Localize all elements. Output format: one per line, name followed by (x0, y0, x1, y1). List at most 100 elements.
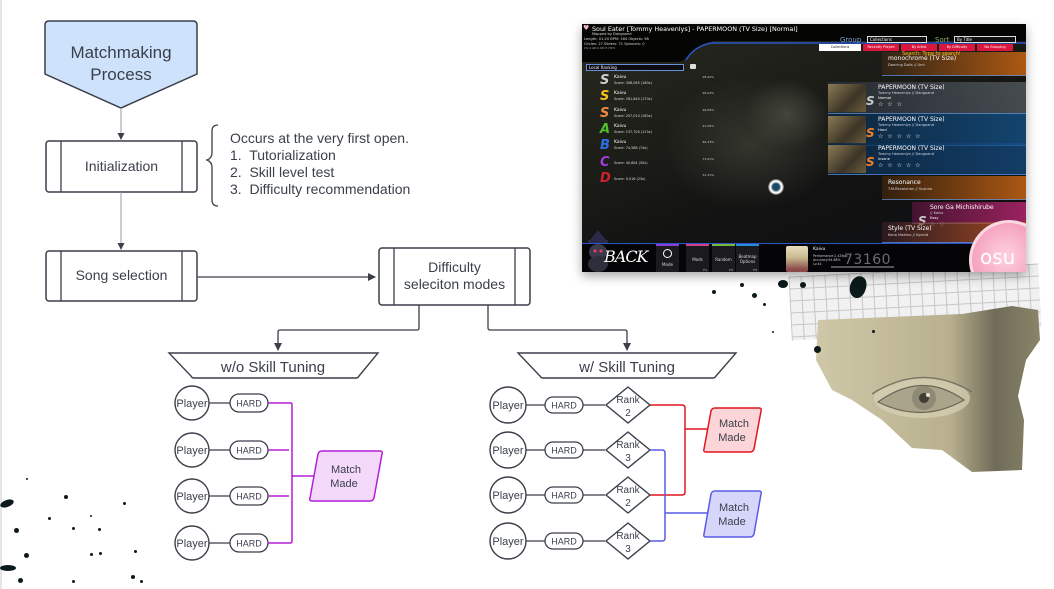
beatmap-title: Sore Ga Michishirube (930, 204, 994, 211)
player-name: Kaivu (813, 247, 826, 252)
sort-dropdown[interactable]: By Title (954, 36, 1016, 43)
beatmap-difficulty-name: Easy (930, 216, 939, 220)
ranking-options-icon[interactable] (690, 64, 696, 69)
score-accuracy: 31.41% (702, 172, 714, 177)
player-node[interactable]: Player (489, 431, 527, 469)
grade-badge: C (600, 154, 610, 170)
difficulty-pill[interactable]: HARD (229, 533, 269, 553)
beatmap-title: PAPERMOON (TV Size) (878, 145, 945, 152)
manual-node-with-tuning[interactable]: w/ Skill Tuning (516, 352, 738, 379)
grade-badge: S (600, 105, 610, 121)
curly-brace (205, 124, 219, 207)
start-node-matchmaking-process[interactable]: Matchmaking Process (44, 20, 198, 109)
player-node[interactable]: Player (174, 525, 210, 561)
player-label: Player (492, 490, 524, 502)
beatmap-set-artist: Kana Nishino // Kyonid (888, 233, 929, 237)
function-key-hint: F2 (729, 268, 733, 272)
manual-node-without-tuning[interactable]: w/o Skill Tuning (167, 352, 380, 379)
player-node[interactable]: Player (174, 478, 210, 514)
difficulty-stats: CS:4 AR:4 OD:5 HP:5 (584, 46, 616, 50)
process-node-initialization[interactable]: Initialization (45, 140, 198, 193)
difficulty-pill[interactable]: HARD (229, 393, 269, 413)
bottom-button-label: Mode (662, 262, 673, 267)
difficulty-pill[interactable]: HARD (229, 486, 269, 506)
player-label: Player (492, 536, 524, 548)
score-accuracy: 86.33% (702, 140, 714, 145)
difficulty-pill[interactable]: HARD (229, 440, 269, 460)
function-key-hint: F3 (753, 268, 757, 272)
grade-badge: B (600, 138, 610, 154)
score-player-name: Kaivu (614, 123, 627, 129)
grade-badge: S (866, 155, 875, 169)
tab-by-artist[interactable]: By Artist (901, 44, 937, 51)
difficulty-pill[interactable]: HARD (544, 532, 584, 550)
beatmap-title: Soul Eater [Tommy Heavenlys] - PAPERMOON… (592, 25, 798, 33)
player-row: Player HARD (174, 525, 289, 561)
search-hint: Search: Type to search! (902, 51, 961, 57)
difficulty-pill[interactable]: HARD (544, 441, 584, 459)
player-avatar[interactable] (786, 246, 808, 272)
tab-collections[interactable]: Collections (819, 44, 861, 51)
length-info: Length: 01:20 BPM: 164 Objects: 98 (584, 37, 649, 41)
bottom-button-mode[interactable]: Mode (656, 244, 679, 272)
player-node[interactable]: Player (174, 385, 210, 421)
process-node-song-selection[interactable]: Song selection (45, 250, 198, 302)
connector-to-without-tuning (274, 305, 420, 351)
sort-label: Sort (935, 36, 950, 44)
start-node-label-2: Process (90, 65, 151, 84)
with-tuning-label: w/ Skill Tuning (578, 359, 675, 376)
group-label: Group (840, 36, 862, 44)
score-value: Score: 261,840 (170x) (614, 97, 652, 102)
song-selection-label: Song selection (76, 267, 168, 283)
back-button[interactable]: BACK (604, 247, 649, 266)
player-node[interactable]: Player (489, 522, 527, 560)
tab-recently-played[interactable]: Recently Played (863, 44, 899, 51)
tab-by-difficulty[interactable]: By Difficulty (939, 44, 975, 51)
difficulty-pill[interactable]: HARD (544, 486, 584, 504)
match-made-label-2: Made (330, 478, 358, 490)
favourite-heart-icon[interactable]: ♥ (583, 24, 590, 32)
difficulty-label: HARD (236, 539, 262, 549)
player-node[interactable]: Player (489, 386, 527, 424)
player-level: Lv.44 (813, 262, 822, 266)
difficulty-pill[interactable]: HARD (544, 396, 584, 414)
player-node[interactable]: Player (174, 432, 210, 468)
init-note: Occurs at the very first open. 1. Tutori… (230, 130, 410, 197)
beatmap-set-panel[interactable]: Search: Type to search!monochrome (TV Si… (882, 51, 1026, 76)
process-node-difficulty-modes[interactable]: Difficulty seleciton modes (378, 247, 531, 306)
connector-to-with-tuning (487, 305, 631, 351)
player-row: Player HARD (174, 478, 289, 514)
group-dropdown[interactable]: Collections (867, 36, 927, 43)
objects-info: Circles: 27 Sliders: 71 Spinners: 0 (584, 42, 645, 46)
tab-no-grouping[interactable]: No Grouping (977, 44, 1013, 51)
ranking-dropdown[interactable]: Local Ranking (586, 64, 684, 71)
player-label: Player (492, 445, 524, 457)
player-node[interactable]: Player (489, 476, 527, 514)
player-label: Player (176, 445, 208, 457)
player-row: Player HARD (174, 432, 289, 468)
